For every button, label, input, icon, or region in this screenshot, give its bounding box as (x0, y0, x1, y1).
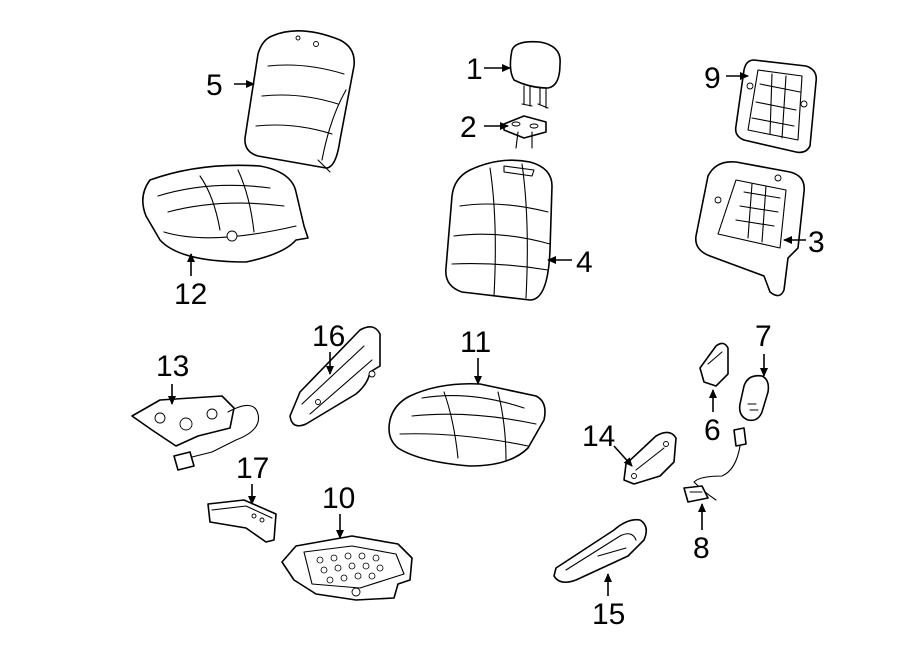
part-1-headrest (509, 40, 561, 109)
part-17-side-cover (207, 499, 277, 543)
callout-5: 5 (206, 69, 223, 102)
callout-6: 6 (704, 414, 721, 447)
callout-labels: 1 2 3 4 5 6 7 8 9 10 11 12 13 14 15 16 1… (156, 53, 825, 631)
callout-8: 8 (693, 532, 710, 565)
part-10-seat-cushion-frame (281, 535, 413, 601)
callout-14: 14 (582, 420, 615, 453)
callout-11: 11 (460, 326, 491, 359)
part-13-seat-wiring-mat (131, 395, 260, 471)
part-2-headrest-guide (503, 115, 547, 149)
part-16-side-trim (289, 326, 381, 427)
part-14-bracket (623, 431, 677, 485)
callout-12: 12 (174, 278, 207, 311)
callout-7: 7 (755, 320, 772, 353)
callout-10: 10 (322, 482, 355, 515)
part-5-seat-back-cover (244, 30, 356, 173)
callout-13: 13 (156, 350, 189, 383)
callout-16: 16 (312, 320, 345, 353)
callout-3: 3 (808, 226, 825, 259)
part-4-seat-back-pad (445, 159, 553, 301)
callout-9: 9 (704, 62, 721, 95)
part-15-side-trim-lower (553, 518, 648, 584)
callout-4: 4 (576, 246, 593, 279)
part-6-switch-housing (699, 342, 729, 387)
part-9-back-frame-panel (734, 59, 818, 154)
callout-1: 1 (466, 53, 483, 86)
part-3-seat-back-frame (694, 160, 806, 297)
callout-leaders (168, 64, 806, 596)
callout-17: 17 (236, 452, 269, 485)
part-8-switch-harness (683, 427, 747, 503)
part-7-knob (738, 374, 770, 422)
leader-14 (613, 445, 633, 467)
part-11-seat-cushion-pad (388, 382, 546, 467)
callout-15: 15 (592, 598, 625, 631)
callout-2: 2 (460, 111, 477, 144)
part-12-seat-cushion-cover (142, 164, 309, 263)
